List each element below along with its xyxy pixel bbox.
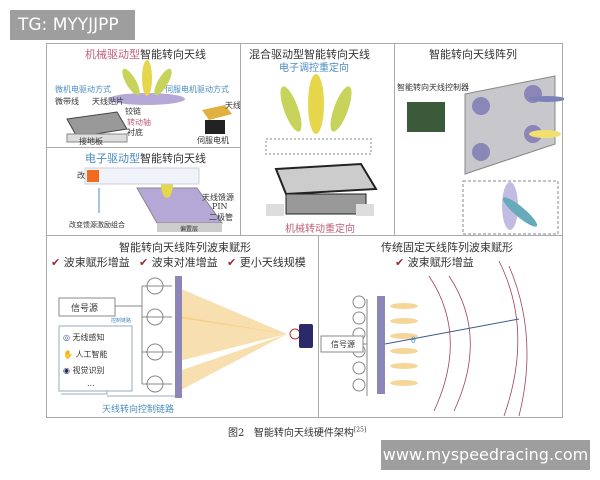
list-label: 视觉识别: [72, 366, 105, 375]
smart-beamforming-panel: 智能转向天线阵列波束赋形 ✔ 波束赋形增益 ✔ 波束对准增益 ✔ 更小天线规模 …: [46, 235, 319, 418]
watermark-bottom: www.myspeedracing.com: [381, 440, 590, 470]
hybrid-bottom-note: 机械转动重定向: [285, 224, 355, 235]
label: 天线馈源: [202, 193, 234, 202]
check-label: 波束赋形增益: [407, 256, 474, 269]
servo-label: 伺服电机驱动方式: [165, 85, 229, 94]
control-link-label: 天线转向控制链路: [102, 405, 175, 415]
list-label: 无线感知: [72, 333, 105, 342]
signal-source: 信号源: [331, 340, 355, 349]
label: 天线: [225, 101, 241, 110]
controller-label: 智能转向天线控制器: [397, 83, 469, 92]
title-rest: 智能转向天线: [140, 152, 206, 165]
title-colored: 机械驱动型: [85, 48, 140, 61]
watermark-top: TG: MYYJJPP: [10, 10, 135, 40]
caption-text: 智能转向天线硬件架构: [253, 428, 354, 439]
mechanical-panel: 机械驱动型智能转向天线 微机电驱动方式 伺服电机驱动方式 微带线 天线贴片 铰链…: [46, 43, 241, 148]
angle-label: θ: [411, 336, 416, 345]
control-small-label: 控制链路: [111, 318, 132, 324]
electronic-panel: 电子驱动型智能转向天线 改 天线馈源 PIN 二极管 偏置层 改变馈源激励组合: [46, 147, 241, 236]
check-3: ✔ 更小天线规模: [227, 256, 306, 269]
hybrid-title: 混合驱动型智能转向天线: [249, 48, 370, 61]
fixed-check: ✔ 波束赋形增益: [395, 256, 474, 269]
array-title: 智能转向天线阵列: [429, 48, 517, 61]
smart-beam-title: 智能转向天线阵列波束赋形: [119, 241, 251, 254]
caption-fig: 图2: [228, 428, 245, 439]
label: 伺服电机: [197, 136, 229, 145]
hybrid-illustration: [265, 74, 378, 216]
label: PIN: [212, 202, 228, 211]
list-vision: ◉ 视觉识别: [63, 366, 105, 375]
mechanical-illustration: [66, 60, 232, 143]
label: 偏置层: [180, 226, 199, 233]
smart-beam-illustration: [58, 276, 313, 398]
label: 衬底: [127, 128, 143, 137]
fixed-beam-illustration: [320, 260, 528, 417]
array-illustration: [407, 75, 564, 235]
mems-label: 微机电驱动方式: [55, 85, 111, 94]
fixed-beamforming-panel: 传统固定天线阵列波束赋形 ✔ 波束赋形增益 信号源 θ: [318, 235, 563, 418]
check-label: 更小天线规模: [239, 256, 306, 269]
title-rest: 智能转向天线: [140, 48, 206, 61]
title-colored: 电子驱动型: [85, 152, 140, 165]
label: 铰链: [125, 107, 141, 116]
check-1: ✔ 波束赋形增益: [51, 256, 130, 269]
array-panel: 智能转向天线阵列 智能转向天线控制器: [394, 43, 564, 236]
label: 天线贴片: [92, 97, 124, 106]
check-label: 波束赋形增益: [63, 256, 130, 269]
caption-ref: [25]: [353, 426, 367, 434]
label: 接地板: [79, 137, 103, 146]
check-2: ✔ 波束对准增益: [139, 256, 218, 269]
mechanical-title: 机械驱动型智能转向天线: [85, 46, 206, 62]
bottom-note: 改变馈源激励组合: [69, 221, 125, 229]
change-label: 改: [77, 171, 85, 180]
list-ai: ✋ 人工智能: [63, 350, 108, 359]
figure-caption: 图2 智能转向天线硬件架构[25]: [228, 424, 366, 439]
list-label: 人工智能: [75, 350, 108, 359]
electronic-title: 电子驱动型智能转向天线: [85, 150, 206, 166]
label: 微带线: [55, 97, 79, 106]
list-wireless: ◎ 无线感知: [63, 333, 105, 342]
check-label: 波束对准增益: [151, 256, 218, 269]
hybrid-panel: 混合驱动型智能转向天线 电子调控重定向 机械转动重定向: [240, 43, 395, 236]
signal-source: 信号源: [71, 304, 99, 314]
label: 转动轴: [127, 118, 151, 127]
fixed-beam-title: 传统固定天线阵列波束赋形: [381, 241, 513, 254]
electronic-illustration: [84, 167, 223, 232]
hybrid-top-note: 电子调控重定向: [279, 63, 349, 74]
list-more: ...: [87, 379, 95, 388]
label: 二极管: [209, 213, 233, 222]
